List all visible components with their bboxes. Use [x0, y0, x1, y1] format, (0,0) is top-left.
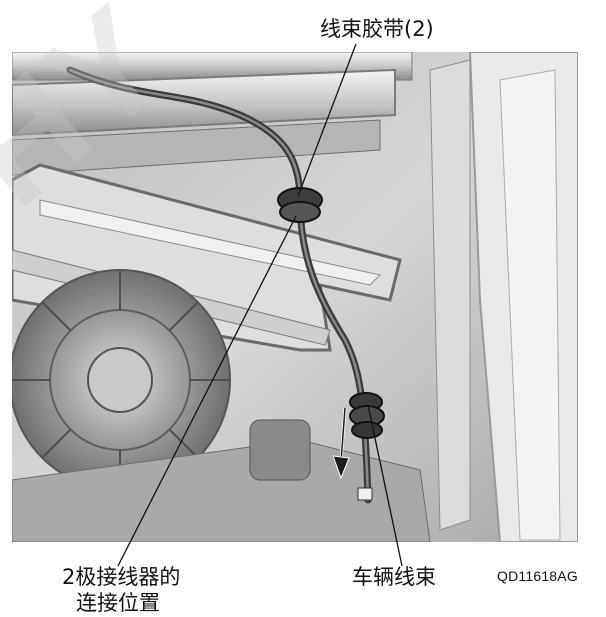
cable-tie-leader [297, 43, 357, 197]
connector-leader [117, 215, 297, 567]
vehicle-harness-leader [367, 404, 403, 567]
callout-connector-location-line1: 2极接线器的 [62, 565, 181, 589]
callout-cable-tie: 线束胶带(2) [320, 17, 434, 41]
arrow-down-icon [332, 407, 350, 480]
figure-code: QD11618AG [497, 568, 578, 584]
callout-connector-location-line2: 连接位置 [76, 591, 160, 615]
callout-vehicle-harness: 车辆线束 [352, 565, 436, 589]
